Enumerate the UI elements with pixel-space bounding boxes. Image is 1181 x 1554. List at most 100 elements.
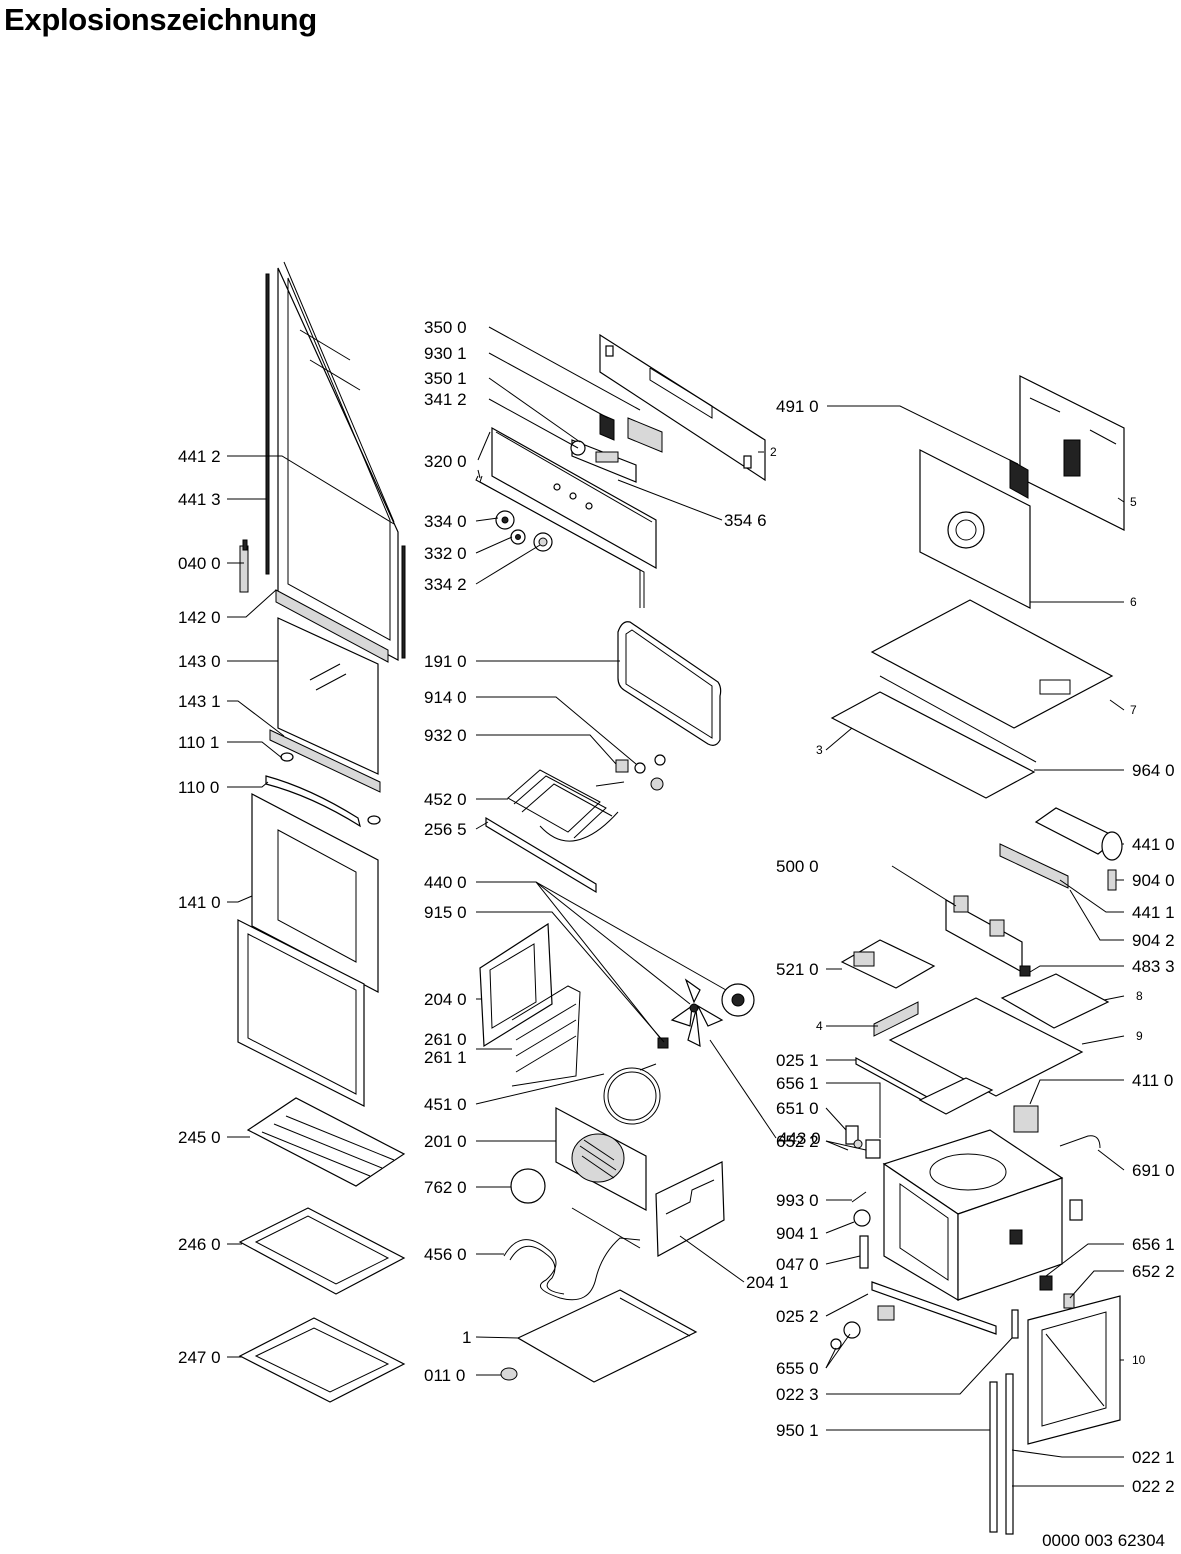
- label-9140: 914 0: [424, 688, 467, 707]
- transformer: [1013, 1105, 1101, 1149]
- convection-fan: [657, 978, 755, 1049]
- label-6510: 651 0: [776, 1099, 819, 1118]
- inner-glass: [269, 617, 381, 793]
- label-0251: 025 1: [776, 1051, 819, 1070]
- label-6561a: 656 1: [776, 1074, 819, 1093]
- tangential-fan: [999, 807, 1123, 891]
- side-strips: [989, 1309, 1019, 1535]
- thermostat: [830, 1305, 895, 1350]
- label-3546: 354 6: [724, 511, 767, 530]
- label-1410: 141 0: [178, 893, 221, 912]
- label-0221: 022 1: [1132, 1448, 1175, 1467]
- label-3340: 334 0: [424, 512, 467, 531]
- ring-heater: [603, 1063, 661, 1125]
- top-heating-element: [507, 769, 625, 842]
- label-4: 4: [816, 1019, 823, 1033]
- board-housing: [840, 939, 1031, 989]
- label-9930: 993 0: [776, 1191, 819, 1210]
- label-4520: 452 0: [424, 790, 467, 809]
- label-4400: 440 0: [424, 873, 467, 892]
- fan-cover: [555, 1107, 647, 1211]
- label-4110: 411 0: [1132, 1071, 1173, 1090]
- label-3500: 350 0: [424, 318, 467, 337]
- callout-labels: 350 0 930 1 350 1 341 2 320 0 334 0 332 …: [178, 318, 1175, 1496]
- door-clips: [265, 752, 381, 828]
- bottom-panels: [855, 973, 1110, 1115]
- label-3200: 320 0: [424, 452, 467, 471]
- label-4410: 441 0: [1132, 835, 1175, 854]
- label-1101: 110 1: [178, 733, 219, 752]
- label-6522b: 652 2: [1132, 1262, 1175, 1281]
- outer-door-frame: [265, 261, 406, 663]
- label-2610: 261 0: [424, 1030, 467, 1049]
- label-5000: 500 0: [776, 857, 819, 876]
- electronic-module: [570, 413, 663, 483]
- bottom-heating-element: [503, 1207, 641, 1301]
- label-2040: 204 0: [424, 990, 467, 1009]
- right-side-rail: [655, 1161, 725, 1257]
- label-3342: 334 2: [424, 575, 467, 594]
- label-9501: 950 1: [776, 1421, 819, 1440]
- heater-bracket: [485, 816, 597, 894]
- label-7620: 762 0: [424, 1178, 467, 1197]
- label-10: 10: [1132, 1353, 1146, 1367]
- label-4413: 441 3: [178, 490, 221, 509]
- small-fittings: [851, 1191, 871, 1269]
- connector-parts: [615, 754, 666, 791]
- label-4833: 483 3: [1132, 957, 1175, 976]
- label-9320: 932 0: [424, 726, 467, 745]
- oven-cavity: [882, 1129, 1083, 1302]
- rear-wall: [919, 449, 1031, 609]
- wire-rack: [246, 1097, 406, 1187]
- label-5210: 521 0: [776, 960, 819, 979]
- oven-lamp: [1039, 1275, 1075, 1309]
- front-frame: [1027, 1295, 1121, 1445]
- label-2460: 246 0: [178, 1235, 221, 1254]
- base-rail: [871, 1281, 997, 1335]
- label-9640: 964 0: [1132, 761, 1175, 780]
- label-4430: 443 0: [778, 1129, 821, 1148]
- label-3501: 350 1: [424, 369, 467, 388]
- outer-door-glass: [237, 793, 379, 1107]
- label-2010: 201 0: [424, 1132, 467, 1151]
- power-board: [945, 895, 1023, 974]
- label-9042: 904 2: [1132, 931, 1175, 950]
- label-6561b: 656 1: [1132, 1235, 1175, 1254]
- label-6: 6: [1130, 595, 1137, 609]
- label-0252: 025 2: [776, 1307, 819, 1326]
- door-hinge: [239, 539, 249, 593]
- label-9301: 930 1: [424, 344, 467, 363]
- label-8: 8: [1136, 989, 1143, 1003]
- label-1430: 143 0: [178, 652, 221, 671]
- label-4510: 451 0: [424, 1095, 467, 1114]
- label-2: 2: [770, 445, 777, 459]
- label-9041: 904 1: [776, 1224, 819, 1243]
- baking-tray: [238, 1207, 406, 1295]
- lamp-cover: [510, 1168, 546, 1204]
- side-rail-plate: [479, 922, 581, 1087]
- label-9040: 904 0: [1132, 871, 1175, 890]
- label-1420: 142 0: [178, 608, 221, 627]
- label-6910: 691 0: [1132, 1161, 1175, 1180]
- back-cover: [1019, 375, 1125, 531]
- leader-lines: [227, 326, 1125, 1487]
- label-4412: 441 2: [178, 447, 221, 466]
- label-4910: 491 0: [776, 397, 819, 416]
- label-3412: 341 2: [424, 390, 467, 409]
- label-9150: 915 0: [424, 903, 467, 922]
- label-2041: 204 1: [746, 1273, 789, 1292]
- label-5: 5: [1130, 495, 1137, 509]
- label-1431: 143 1: [178, 692, 221, 711]
- label-3320: 332 0: [424, 544, 467, 563]
- label-0223: 022 3: [776, 1385, 819, 1404]
- control-panel: [475, 426, 657, 608]
- label-0400: 040 0: [178, 554, 221, 573]
- foot: [500, 1367, 518, 1381]
- label-1100: 110 0: [178, 778, 219, 797]
- top-insulation: [830, 675, 1037, 799]
- control-knobs: [495, 510, 553, 552]
- deep-pan: [238, 1317, 406, 1403]
- label-2565: 256 5: [424, 820, 467, 839]
- bottom-plate: [516, 1289, 698, 1383]
